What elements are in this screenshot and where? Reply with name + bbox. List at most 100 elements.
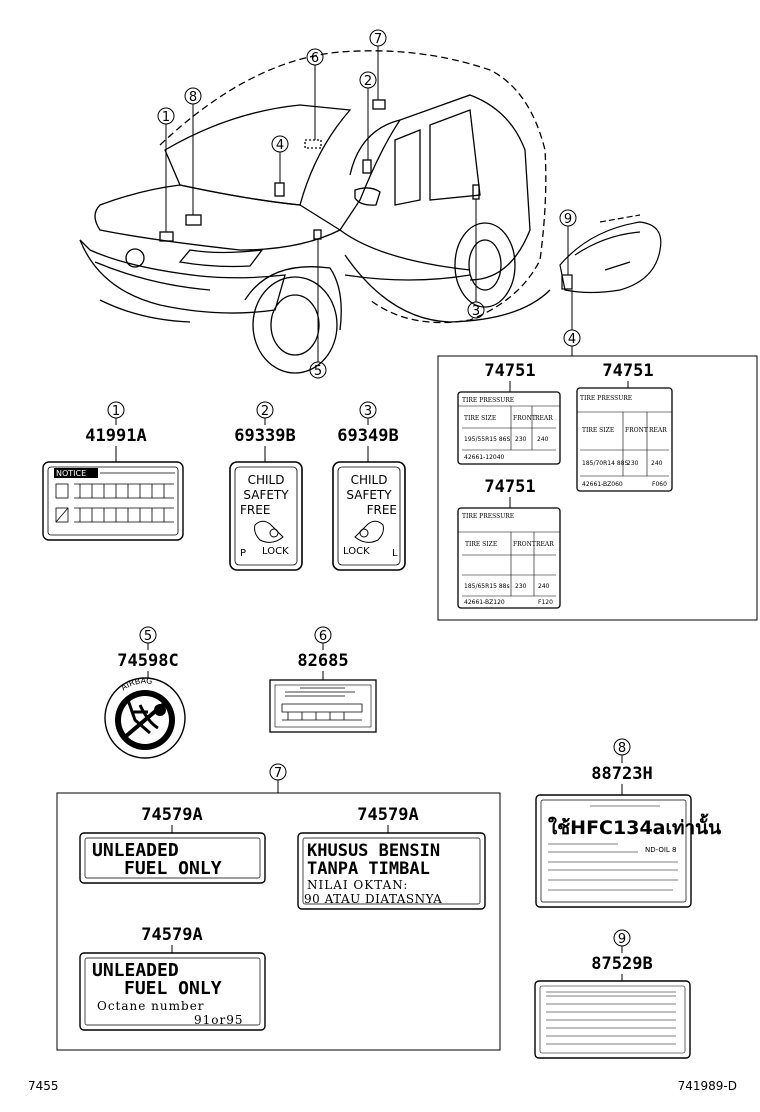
- callout-6: 6: [311, 51, 319, 66]
- label-4a-table: [458, 405, 560, 451]
- label-4-group: 74751 TIRE PRESSURE TIRE SIZE FRONT REAR…: [457, 361, 673, 609]
- label-4b-title: TIRE PRESSURE: [580, 395, 632, 402]
- label-7a-part-number: 74579A: [141, 805, 202, 825]
- label-3-group: 3 69349B CHILD SAFETY FREE LOCK L: [332, 401, 406, 571]
- label-4a-code: 42661-12040: [464, 454, 505, 461]
- label-4a-size: 195/55R15 86S: [464, 436, 510, 443]
- label-4a-front-val: 230: [515, 436, 527, 443]
- callout-7: 7: [374, 32, 382, 47]
- label-4b-f060: F060: [652, 481, 667, 488]
- label-4b-code: 42661-BZ060: [582, 481, 623, 488]
- label-4b-rear-val: 240: [651, 460, 663, 467]
- airbag-warning-icon: [104, 677, 186, 759]
- callout-4: 4: [276, 138, 284, 153]
- label-7b-line2: TANPA TIMBAL: [307, 859, 430, 879]
- label-7b-part-number: 74579A: [357, 805, 418, 825]
- label-7c-line1: UNLEADED: [92, 960, 179, 981]
- label-4c-tire-size: TIRE SIZE: [465, 541, 497, 548]
- label-3-callout: 3: [364, 404, 372, 419]
- label-4c-rear-val: 240: [538, 583, 550, 590]
- label-4b-front-val: 230: [627, 460, 639, 467]
- label-1-group: 1 41991A NOTICE: [42, 401, 184, 541]
- label-2-line1: CHILD: [248, 473, 285, 487]
- label-4a-rear: REAR: [535, 415, 553, 422]
- label-8-oil: ND-OIL 8: [645, 846, 677, 854]
- label-4c-table: [458, 531, 560, 597]
- label-6-graphic: [281, 687, 363, 721]
- label-3-right: L: [392, 548, 398, 559]
- car-callouts: 1 8 4 6 2 7 3 5 9 4: [157, 29, 581, 379]
- label-4a-part-number: 74751: [484, 361, 535, 381]
- label-7-callout: 7: [274, 766, 282, 781]
- label-7b-line1: KHUSUS BENSIN: [307, 841, 440, 861]
- leader-lines: [165, 46, 758, 621]
- label-5-group: 5 74598C AIRBAG: [104, 626, 186, 759]
- footer-left-code: 7455: [28, 1079, 59, 1093]
- label-7a-line1: UNLEADED: [92, 840, 179, 861]
- callout-4b: 4: [568, 332, 576, 347]
- label-8-main: ใช้HFC134aเท่านั้น: [548, 813, 721, 839]
- label-5-airbag: AIRBAG: [119, 676, 152, 692]
- label-7-group: 7 74579A UNLEADED FUEL ONLY 74579A KHUSU…: [56, 763, 501, 1051]
- label-4a-front: FRONT: [513, 415, 536, 422]
- label-7c-part-number: 74579A: [141, 925, 202, 945]
- label-6-group: 6 82685: [269, 626, 377, 733]
- label-9-text-lines: [546, 991, 676, 1045]
- label-4c-f120: F120: [538, 599, 553, 606]
- label-2-callout: 2: [261, 404, 269, 419]
- label-4b-table: [577, 411, 672, 477]
- label-9-part-number: 87529B: [591, 954, 652, 974]
- label-1-part-number: 41991A: [85, 426, 146, 446]
- label-2-lock: LOCK: [262, 546, 289, 557]
- label-3-part-number: 69349B: [337, 426, 398, 446]
- label-7c-line2: FUEL ONLY: [124, 978, 222, 999]
- label-4b-part-number: 74751: [602, 361, 653, 381]
- label-7c-line3: Octane number: [97, 999, 205, 1013]
- label-4a-rear-val: 240: [537, 436, 549, 443]
- label-2-part-number: 69339B: [234, 426, 295, 446]
- label-2-group: 2 69339B CHILD SAFETY FREE P LOCK: [229, 401, 303, 571]
- label-4b-rear: REAR: [649, 427, 667, 434]
- label-8-text-lines: [548, 805, 678, 891]
- label-4c-front: FRONT: [513, 541, 536, 548]
- label-4b-tire-size: TIRE SIZE: [582, 427, 614, 434]
- label-4b-front: FRONT: [625, 427, 648, 434]
- label-4a-tire-size: TIRE SIZE: [464, 415, 496, 422]
- label-4c-part-number: 74751: [484, 477, 535, 497]
- callout-2: 2: [364, 74, 372, 89]
- label-4c-code: 42661-BZ120: [464, 599, 505, 606]
- label-9-group: 9 87529B: [534, 929, 691, 1059]
- label-8-callout: 8: [618, 741, 626, 756]
- label-5-part-number: 74598C: [117, 651, 178, 671]
- label-5-callout: 5: [144, 629, 152, 644]
- glovebox-illustration: [559, 214, 662, 294]
- label-3-line1: CHILD: [351, 473, 388, 487]
- label-1-grid: [55, 483, 174, 523]
- callout-9: 9: [564, 212, 572, 227]
- label-6-callout: 6: [319, 629, 327, 644]
- callout-8: 8: [189, 90, 197, 105]
- label-6-part-number: 82685: [297, 651, 348, 671]
- callout-1: 1: [162, 110, 170, 125]
- label-1-notice: NOTICE: [56, 469, 86, 478]
- label-7a-line2: FUEL ONLY: [124, 858, 222, 879]
- label-3-line3: FREE: [367, 503, 397, 517]
- label-8-part-number: 88723H: [591, 764, 652, 784]
- label-4c-front-val: 230: [515, 583, 527, 590]
- label-7c-line4: 91or95: [194, 1013, 244, 1027]
- label-4a-title: TIRE PRESSURE: [462, 397, 514, 404]
- callout-3: 3: [472, 304, 480, 319]
- label-4c-size: 185/65R15 88s: [464, 583, 510, 590]
- label-7b-line3: NILAI OKTAN:: [307, 878, 408, 892]
- label-2-left: P: [240, 548, 246, 559]
- callout-5: 5: [314, 364, 322, 379]
- label-2-line3: FREE: [240, 503, 270, 517]
- label-2-line2: SAFETY: [243, 488, 289, 502]
- label-7b-line4: 90 ATAU DIATASNYA: [304, 892, 442, 906]
- label-3-lock: LOCK: [343, 546, 370, 557]
- label-4c-rear: REAR: [536, 541, 554, 548]
- label-9-callout: 9: [618, 932, 626, 947]
- label-3-line2: SAFETY: [346, 488, 392, 502]
- label-8-group: 8 88723H ใช้HFC134aเท่านั้น ND-OIL 8: [535, 738, 721, 908]
